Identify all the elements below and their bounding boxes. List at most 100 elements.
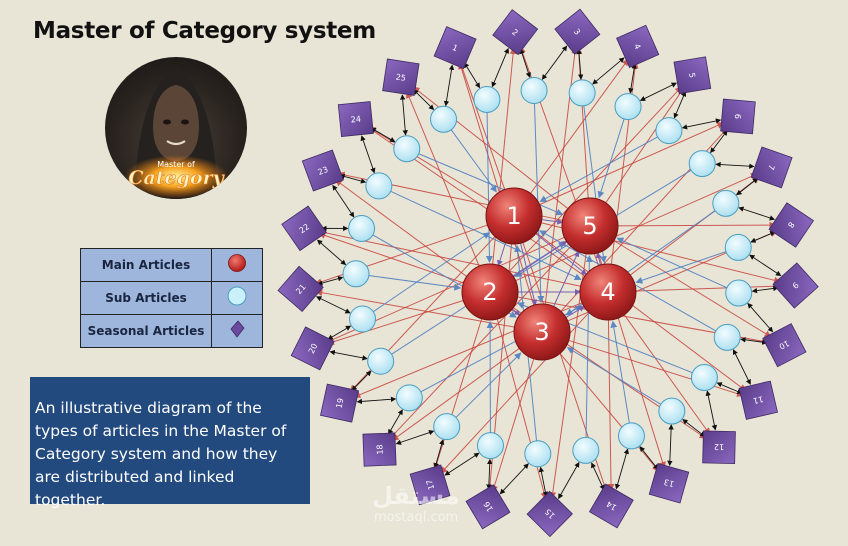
seasonal-article-label: 4 (632, 42, 642, 50)
link-sub-seasonal (639, 446, 659, 470)
link-main-main (513, 240, 568, 277)
seasonal-article-node: 4 (616, 24, 660, 69)
legend-label-seasonal: Seasonal Articles (80, 314, 212, 348)
sub-article-node (524, 440, 552, 468)
link-sub-seasonal (491, 47, 509, 88)
link-main-seasonal (613, 240, 772, 338)
seasonal-article-node: 21 (277, 265, 324, 313)
link-sub-seasonal (356, 396, 397, 405)
main-article-node (579, 263, 637, 321)
link-sub-seasonal (576, 48, 584, 80)
link-main-seasonal (568, 339, 745, 397)
seasonal-article-label: 5 (687, 72, 697, 78)
seasonal-article-node: 2 (492, 9, 539, 56)
seasonal-article-node: 16 (465, 484, 511, 530)
sub-article-node (342, 260, 370, 288)
link-main-seasonal (536, 232, 747, 392)
link-sub-seasonal (443, 64, 455, 107)
link-sub-seasonal (327, 325, 352, 340)
caption-box: An illustrative diagram of the types of … (30, 377, 310, 509)
sub-article-node (395, 384, 423, 412)
link-sub-main (539, 136, 658, 203)
seasonal-article-node: 22 (281, 205, 327, 252)
legend-row-sub: Sub Articles (80, 281, 263, 315)
seasonal-article-label: 6 (733, 113, 742, 119)
link-main-seasonal (496, 318, 548, 500)
link-sub-seasonal (639, 82, 677, 101)
seasonal-article-label: 24 (350, 115, 361, 125)
seasonal-article-label: 8 (786, 220, 796, 229)
seasonal-article-node: 6 (720, 98, 756, 135)
link-main-seasonal (530, 58, 629, 194)
link-main-seasonal (605, 87, 684, 204)
seasonal-article-node: 9 (772, 262, 819, 309)
link-sub-seasonal (673, 90, 687, 119)
seasonal-article-node: 10 (762, 323, 807, 368)
legend: Main Articles Sub Articles Seasonal Arti… (80, 248, 263, 348)
seasonal-article-label: 23 (317, 165, 330, 177)
seasonal-article-node: 24 (337, 101, 374, 138)
link-main-seasonal (326, 300, 464, 346)
link-sub-seasonal (329, 349, 368, 361)
sub-article-node (349, 305, 377, 333)
seasonal-article-node: 11 (738, 380, 778, 420)
sub-article-node (348, 214, 376, 242)
sub-article-node (690, 364, 718, 392)
link-sub-seasonal (395, 430, 435, 445)
link-sub-seasonal (317, 276, 344, 286)
seasonal-article-node: 25 (382, 58, 420, 96)
sub-article-node (365, 172, 393, 200)
link-main-main (497, 242, 507, 267)
seasonal-article-label: 12 (714, 442, 724, 451)
link-sub-seasonal (715, 161, 755, 169)
link-sub-seasonal (316, 239, 347, 266)
legend-label-sub: Sub Articles (80, 281, 212, 315)
sub-article-node (367, 347, 395, 375)
seasonal-article-label: 7 (766, 163, 776, 171)
link-sub-seasonal (667, 424, 674, 467)
sub-article-node (713, 323, 741, 351)
main-interlinks (497, 218, 602, 318)
link-main-seasonal (391, 348, 520, 441)
link-main-main (520, 243, 538, 306)
sub-article-node (520, 76, 548, 104)
link-sub-seasonal (388, 409, 403, 435)
link-sub-seasonal (541, 45, 568, 80)
link-main-seasonal (607, 319, 615, 491)
link-sub-seasonal (351, 370, 372, 391)
main-article-label: 1 (506, 202, 521, 230)
main-article-node (485, 187, 543, 245)
link-sub-main (372, 232, 491, 313)
seasonal-article-node: 15 (526, 490, 573, 538)
avatar: Master of Category (105, 57, 247, 199)
seasonal-article-node: 12 (702, 430, 736, 465)
sub-article-node (655, 117, 683, 145)
seasonal-article-label: 16 (482, 500, 495, 513)
sub-articles-group (342, 76, 753, 468)
link-main-main (535, 233, 588, 276)
link-sub-seasonal (591, 462, 605, 491)
link-sub-seasonal (749, 254, 782, 277)
link-sub-seasonal (751, 285, 779, 294)
sub-article-node (614, 93, 642, 121)
sub-article-node (658, 397, 686, 425)
seasonal-article-node: 14 (588, 483, 634, 529)
sub-article-node (725, 279, 753, 307)
red-circle-icon (228, 254, 246, 272)
legend-row-seasonal: Seasonal Articles (80, 314, 263, 348)
link-main-seasonal (314, 224, 488, 286)
seasonal-article-label: 25 (395, 72, 406, 82)
seasonal-article-label: 13 (663, 477, 675, 488)
sub-article-node (688, 150, 716, 178)
link-main-main (511, 308, 521, 316)
seasonal-article-label: 17 (425, 479, 437, 491)
seasonal-article-label: 19 (335, 397, 346, 409)
link-sub-seasonal (370, 127, 396, 143)
link-sub-main (368, 275, 462, 291)
link-main-seasonal (458, 61, 535, 306)
link-main-seasonal (508, 86, 683, 272)
link-sub-seasonal (413, 89, 435, 111)
link-sub-seasonal (332, 184, 355, 218)
